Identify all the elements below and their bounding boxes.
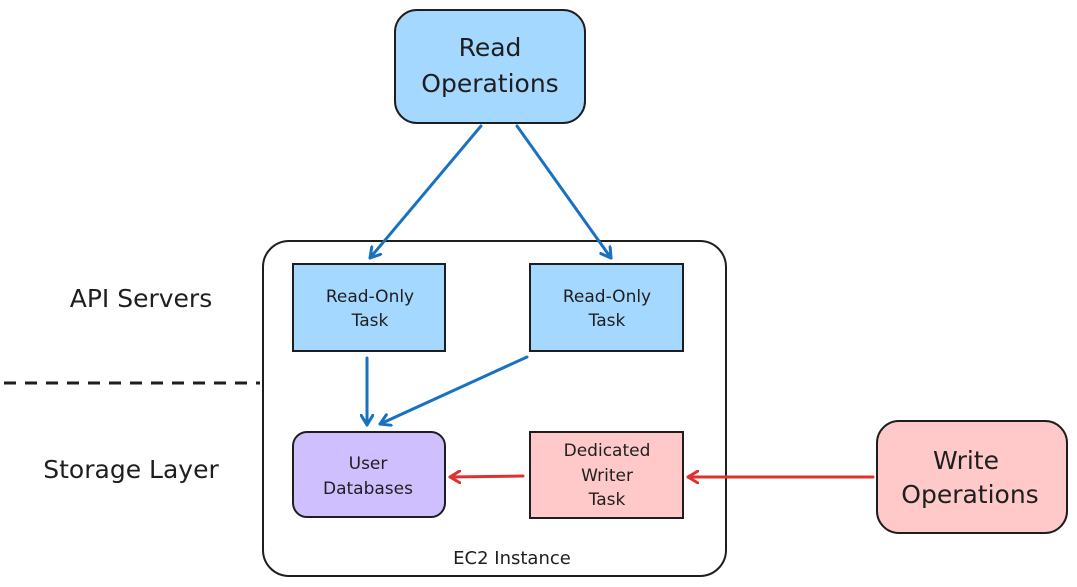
dedicated-writer-task-line1: Dedicated <box>564 441 651 461</box>
read-only-task-node-1: Read-Only Task <box>292 263 446 352</box>
dedicated-writer-task-node: Dedicated Writer Task <box>529 431 684 519</box>
api-servers-label: API Servers <box>70 284 213 313</box>
dedicated-writer-task-line3: Task <box>588 490 626 510</box>
user-databases-node: User Databases <box>292 431 446 518</box>
read-only-task-node-2: Read-Only Task <box>529 263 684 352</box>
read-only-task-2-line2: Task <box>588 311 626 331</box>
read-operations-label-line1: Read <box>459 33 522 62</box>
write-operations-label-line2: Operations <box>901 480 1038 509</box>
write-operations-label-line1: Write <box>933 446 999 475</box>
read-only-task-1-line2: Task <box>351 311 389 331</box>
ec2-instance-label: EC2 Instance <box>453 548 571 569</box>
read-operations-node: Read Operations <box>394 9 586 124</box>
arrow-writer-task-to-user-databases <box>448 476 525 477</box>
read-only-task-2-line1: Read-Only <box>563 287 651 307</box>
arrow-read-operations-to-task-2 <box>515 124 613 260</box>
user-databases-line1: User <box>349 454 388 474</box>
arrow-read-operations-to-task-1 <box>368 124 483 260</box>
read-only-task-1-line1: Read-Only <box>326 287 414 307</box>
read-operations-label-line2: Operations <box>421 69 558 98</box>
arrow-task-2-to-user-databases <box>378 355 529 424</box>
storage-layer-label: Storage Layer <box>43 455 219 484</box>
dedicated-writer-task-line2: Writer <box>581 466 633 486</box>
write-operations-node: Write Operations <box>876 420 1068 534</box>
user-databases-line2: Databases <box>323 479 413 499</box>
